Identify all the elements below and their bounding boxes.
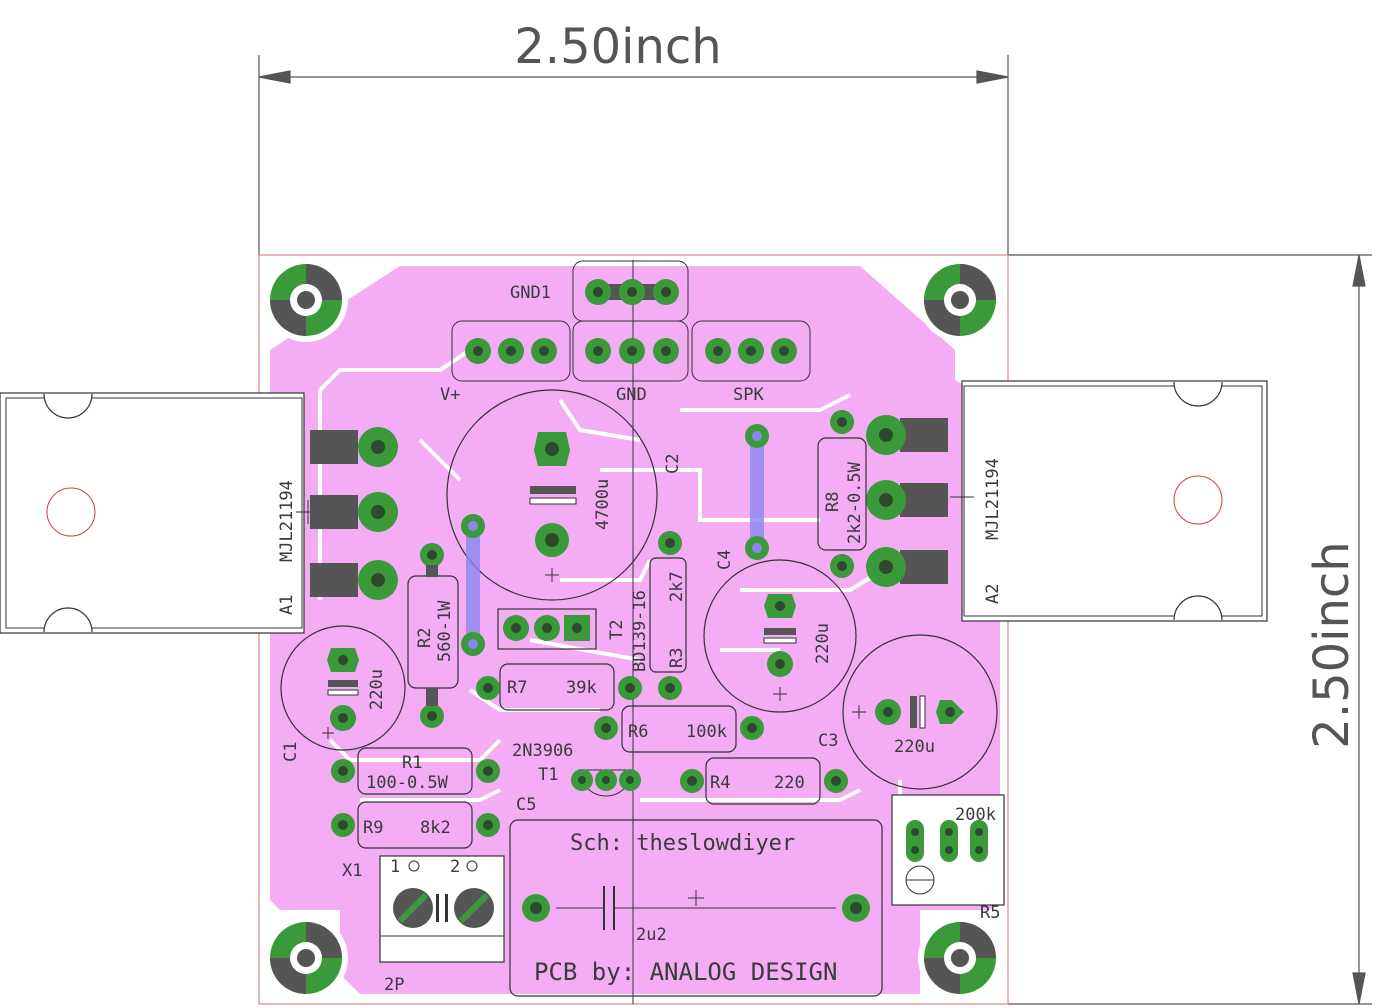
connector-gnd1 [572,260,689,322]
label-a2-part: MJL21194 [983,458,1003,540]
resistor-r3 [649,531,687,700]
label-c4-ref: C4 [715,550,735,570]
label-r6-value: 100k [686,722,727,742]
connector-vplus [451,320,571,382]
label-r2-value: 560-1W [435,600,455,662]
label-r1-ref: R1 [402,753,422,773]
resistor-r1 [331,747,500,795]
label-sch-credit: Sch: theslowdiyer [570,831,795,856]
label-pcb-credit: PCB by: ANALOG DESIGN [534,958,837,986]
label-t1-part: 2N3906 [512,741,573,761]
jumper-wires [461,424,769,656]
transistor-t2 [497,608,597,650]
a2-pins [866,415,948,587]
label-c5-ref: C5 [516,795,536,815]
label-r1-value: 100-0.5W [366,773,449,793]
label-r4-value: 220 [774,773,805,793]
label-c5-value: 2u2 [636,925,667,945]
resistor-r9 [331,801,500,849]
mounting-holes [264,258,1002,1000]
label-r6-ref: R6 [628,722,648,742]
label-x1-pin2: 2 [450,857,460,877]
dimension-height [1008,254,1372,1005]
label-r3-ref: R3 [667,648,687,668]
label-r3-value: 2k7 [667,571,687,602]
a2-body [950,380,1268,622]
label-x1-ref: X1 [342,861,362,881]
resistor-r7 [476,663,642,711]
label-r5-ref: R5 [980,903,1000,923]
label-t1-ref: T1 [538,765,558,785]
label-spk: SPK [733,385,764,405]
width-dimension-label: 2.50inch [514,19,721,75]
label-r4-ref: R4 [710,773,730,793]
label-r8-value: 2k2-0.5W [845,461,865,544]
capacitor-c1 [280,625,406,751]
terminal-x1 [379,855,505,963]
label-a1-ref: A1 [277,595,297,615]
trimmer-r5 [891,794,1005,906]
label-r9-value: 8k2 [420,818,451,838]
resistor-r6 [594,705,764,753]
label-a1-part: MJL21194 [277,480,297,562]
label-r7-value: 39k [566,678,597,698]
label-x1-value: 2P [384,975,404,995]
label-r2-ref: R2 [415,628,435,648]
label-c2-ref: C2 [663,454,683,474]
a1-pins [310,427,398,600]
label-t2-ref: T2 [607,620,627,640]
capacitor-c5 [509,819,883,997]
label-t2-part: BD139-16 [630,590,650,672]
label-c4-value: 220u [813,623,833,664]
label-r9-ref: R9 [363,818,383,838]
connector-spk [691,320,811,382]
resistor-r4 [680,757,848,805]
a1-body [0,392,320,634]
resistor-r2 [407,543,459,728]
label-c2-value: 4700u [593,479,613,530]
label-c3-ref: C3 [818,731,838,751]
label-c1-ref: C1 [281,742,301,762]
resistor-r8 [817,410,867,578]
transistor-t1 [571,769,641,797]
capacitor-c4 [703,559,857,713]
label-r7-ref: R7 [507,678,527,698]
dimension-width [258,55,1009,255]
capacitor-c3 [842,634,998,790]
capacitor-c2 [446,389,658,601]
label-gnd1: GND1 [510,283,551,303]
height-dimension-label: 2.50inch [1304,541,1360,748]
label-c1-value: 220u [367,669,387,710]
connector-gnd [572,320,689,382]
label-x1-pin1: 1 [390,857,400,877]
silkscreen-labels: GND1 V+ GND SPK MJL21194 A1 MJL21194 A2 … [277,283,1003,995]
label-gnd: GND [616,385,647,405]
label-c3-value: 220u [894,737,935,757]
label-a2-ref: A2 [983,584,1003,604]
label-r8-ref: R8 [823,492,843,512]
label-r5-value: 200k [955,805,996,825]
label-vplus: V+ [440,385,460,405]
